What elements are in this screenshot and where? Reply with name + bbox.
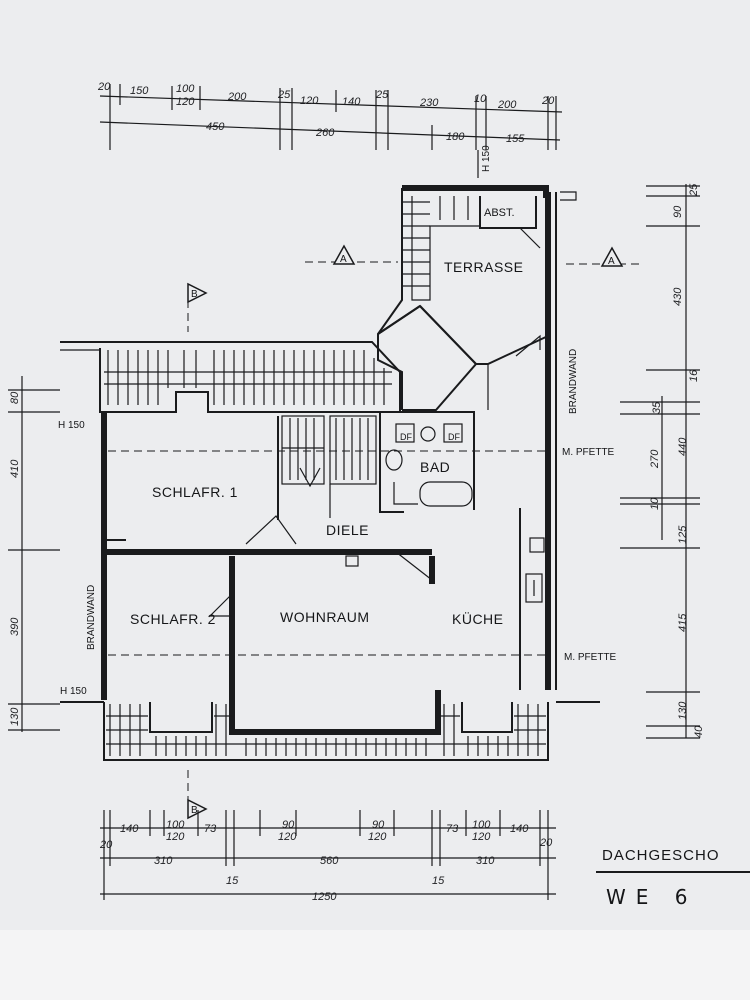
left-dimension-chain: 80 410 390 130 xyxy=(8,376,60,732)
dim-left-1: 80 xyxy=(9,391,21,404)
brandwand-label-right: BRANDWAND xyxy=(568,349,579,414)
dim-bottom-4: 120 xyxy=(166,831,185,843)
dim-bottom-9: 120 xyxy=(368,831,387,843)
dim-right-10: 130 xyxy=(677,701,689,720)
dim-right-6: 270 xyxy=(649,449,661,469)
section-marker-b-top: B xyxy=(187,282,208,332)
dim-top-2: 150 xyxy=(130,85,149,97)
dim-right-440: 440 xyxy=(677,437,689,456)
paper-edge xyxy=(0,930,750,1000)
dim-top-11: 10 xyxy=(474,93,487,105)
dim-top-row2-1: 450 xyxy=(206,121,225,133)
section-marker-a-left: A xyxy=(305,244,398,265)
title-block: DACHGESCHO WE 6 xyxy=(596,847,750,909)
dim-left-3: 390 xyxy=(9,617,21,636)
dim-top-12: 200 xyxy=(497,99,517,111)
dim-right-5: 35 xyxy=(651,401,663,414)
right-dimension-chain: 25 90 430 16 35 270 10 125 415 130 40 44… xyxy=(620,183,705,739)
h150-label-left-bottom: H 150 xyxy=(60,686,87,697)
dim-top-4: 120 xyxy=(176,96,195,108)
top-dimension-chain: 20 150 100 120 200 25 120 140 25 230 10 … xyxy=(97,81,563,178)
dim-top-5: 200 xyxy=(227,91,247,103)
room-label-bad: BAD xyxy=(420,459,450,475)
dim-top-row2-4: 155 xyxy=(506,133,525,145)
pfette-label-top: M. PFETTE xyxy=(562,447,615,458)
dim-top-8: 140 xyxy=(342,96,361,108)
room-label-wohnraum: WOHNRAUM xyxy=(280,609,370,625)
dim-bottom-row2-1: 310 xyxy=(154,855,173,867)
dim-bottom-total: 1250 xyxy=(312,891,337,903)
dim-top-13: 20 xyxy=(541,95,555,107)
dim-bottom-5: 73 xyxy=(204,823,217,835)
dim-bottom-row2-5: 310 xyxy=(476,855,495,867)
dim-bottom-8: 90 xyxy=(372,819,385,831)
dim-left-2: 410 xyxy=(9,459,21,478)
dim-top-row2-3: 180 xyxy=(446,131,465,143)
pfette-label-bottom: M. PFETTE xyxy=(564,652,617,663)
dim-right-11: 40 xyxy=(693,725,705,738)
dim-bottom-10: 73 xyxy=(446,823,459,835)
dim-right-7: 10 xyxy=(649,497,661,510)
dim-bottom-3: 100 xyxy=(166,819,185,831)
dim-top-7: 120 xyxy=(300,95,319,107)
room-label-abst: ABST. xyxy=(484,207,515,219)
dim-top-10: 230 xyxy=(419,97,439,109)
room-label-schlafr1: SCHLAFR. 1 xyxy=(152,484,238,500)
dim-bottom-2: 140 xyxy=(120,823,139,835)
room-label-kueche: KÜCHE xyxy=(452,610,504,627)
dim-bottom-7: 120 xyxy=(278,831,297,843)
dim-bottom-6: 90 xyxy=(282,819,295,831)
room-label-diele: DIELE xyxy=(326,522,369,538)
dim-bottom-row2-3: 560 xyxy=(320,855,339,867)
dim-top-9: 25 xyxy=(375,89,389,101)
roof-hatch-bottom xyxy=(60,701,600,761)
room-label-schlafr2: SCHLAFR. 2 xyxy=(130,611,216,627)
dim-bottom-1: 20 xyxy=(99,839,113,851)
h150-label-left-top: H 150 xyxy=(58,420,85,431)
section-b-label-top: B xyxy=(191,289,198,300)
section-b-label-bottom: B xyxy=(191,805,198,816)
dim-right-4: 16 xyxy=(688,369,700,382)
dim-bottom-11: 100 xyxy=(472,819,491,831)
dim-top-1: 20 xyxy=(97,81,111,93)
dim-right-1: 25 xyxy=(688,183,700,197)
df-label-1: DF xyxy=(400,432,412,442)
section-marker-a-right: A xyxy=(566,246,640,267)
room-label-terrasse: TERRASSE xyxy=(444,259,523,275)
dim-bottom-row2-4: 15 xyxy=(432,875,445,887)
dim-top-6: 25 xyxy=(277,89,291,101)
interior-walls xyxy=(101,411,545,735)
section-a-label-left: A xyxy=(340,254,347,265)
dim-bottom-13: 140 xyxy=(510,823,529,835)
dim-right-3: 430 xyxy=(672,287,684,306)
unit-label: WE 6 xyxy=(606,885,698,909)
roof-hatch-top xyxy=(60,341,401,413)
bottom-dimension-chain: 20 140 100 120 73 90 120 90 120 73 100 1… xyxy=(99,810,556,903)
dim-bottom-12: 120 xyxy=(472,831,491,843)
h150-top-label: H 150 xyxy=(481,145,492,172)
dim-top-row2-2: 260 xyxy=(315,127,335,139)
dim-bottom-14: 20 xyxy=(539,837,553,849)
section-marker-b-bottom: B xyxy=(187,770,208,820)
paper xyxy=(0,0,750,930)
df-label-2: DF xyxy=(448,432,460,442)
section-a-label-right: A xyxy=(608,256,615,267)
dim-top-3: 100 xyxy=(176,83,195,95)
brandwand-label-left: BRANDWAND xyxy=(86,585,97,650)
dim-right-9: 415 xyxy=(677,613,689,632)
dim-right-8: 125 xyxy=(677,525,689,544)
drawing-title: DACHGESCHO xyxy=(602,847,720,864)
dim-left-4: 130 xyxy=(9,707,21,726)
dim-right-2: 90 xyxy=(672,205,684,218)
terrace-block xyxy=(377,185,577,690)
dim-bottom-row2-2: 15 xyxy=(226,875,239,887)
